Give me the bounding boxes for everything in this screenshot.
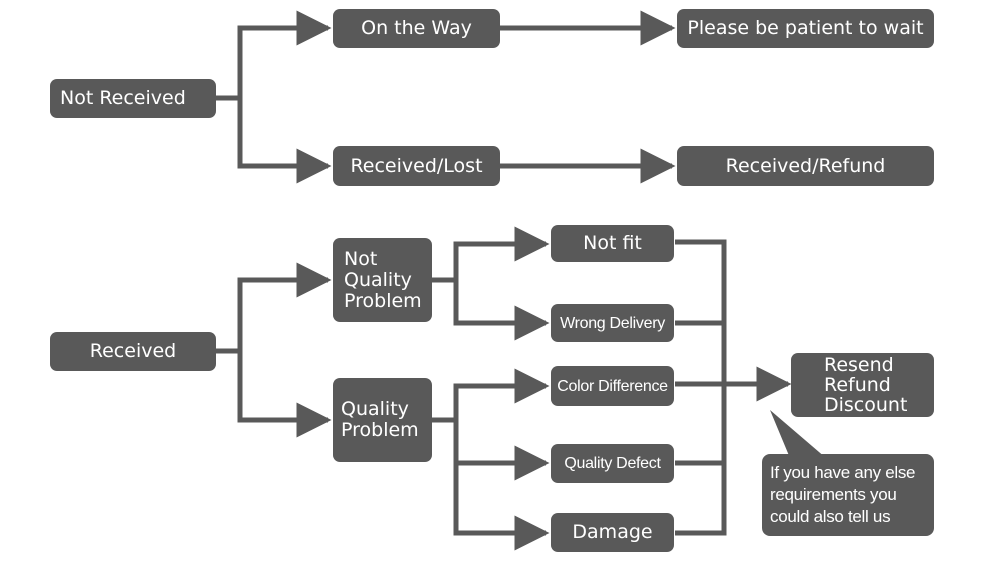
node-color-difference-label: Color Difference: [557, 377, 668, 395]
node-please-be-patient: Please be patient to wait: [677, 9, 934, 48]
node-not-fit-label: Not fit: [583, 232, 642, 254]
node-not-received: Not Received: [50, 79, 216, 118]
node-received-label: Received: [89, 340, 177, 362]
node-not-quality-problem-line-1: Not: [344, 247, 378, 270]
note-bubble: If you have any else requirements you co…: [762, 454, 934, 536]
node-not-received-label: Not Received: [60, 87, 186, 109]
node-received-refund: Received/Refund: [677, 146, 934, 186]
node-quality-problem-line-2: Problem: [341, 419, 419, 441]
note-line-1: If you have any else: [770, 463, 916, 482]
connector-received-not-quality: [215, 262, 332, 354]
note-pointer: [770, 410, 826, 458]
node-outcome: Resend Refund Discount: [791, 353, 934, 417]
node-received-lost: Received/Lost: [333, 146, 500, 186]
connector-received-quality: [237, 351, 332, 438]
connector-not-received-on-the-way: [215, 10, 332, 101]
node-received: Received: [50, 332, 216, 371]
connector-not-received-received-lost: [237, 98, 332, 184]
node-outcome-line-3: Discount: [824, 394, 908, 416]
node-on-the-way: On the Way: [333, 9, 500, 48]
connector-nqp-wrong-delivery: [453, 280, 550, 341]
node-please-be-patient-label: Please be patient to wait: [687, 17, 924, 39]
node-color-difference: Color Difference: [551, 366, 674, 406]
node-outcome-line-2: Refund: [824, 374, 891, 396]
node-wrong-delivery-label: Wrong Delivery: [560, 314, 665, 332]
node-damage: Damage: [551, 513, 674, 552]
node-on-the-way-label: On the Way: [361, 17, 472, 39]
note-line-3: could also tell us: [770, 507, 891, 526]
node-wrong-delivery: Wrong Delivery: [551, 304, 674, 342]
connector-qp-damage: [453, 463, 550, 551]
node-quality-problem-line-1: Quality: [341, 398, 409, 420]
node-quality-problem: Quality Problem: [333, 378, 432, 462]
connector-nqp-not-fit: [432, 226, 550, 283]
node-outcome-line-1: Resend: [824, 354, 894, 376]
node-not-quality-problem-line-3: Problem: [344, 289, 422, 312]
node-not-quality-problem-line-2: Quality: [344, 268, 412, 291]
node-quality-defect-label: Quality Defect: [564, 455, 661, 472]
node-received-refund-label: Received/Refund: [725, 154, 886, 177]
node-quality-defect: Quality Defect: [551, 444, 674, 483]
node-received-lost-label: Received/Lost: [350, 154, 483, 177]
node-not-fit: Not fit: [551, 225, 674, 262]
connector-collector: [675, 239, 727, 536]
node-not-quality-problem: Not Quality Problem: [333, 238, 432, 322]
note-line-2: requirements you: [770, 485, 897, 504]
connector-qp-color: [432, 368, 550, 423]
node-damage-label: Damage: [572, 521, 653, 543]
connector-qp-defect: [453, 420, 550, 481]
